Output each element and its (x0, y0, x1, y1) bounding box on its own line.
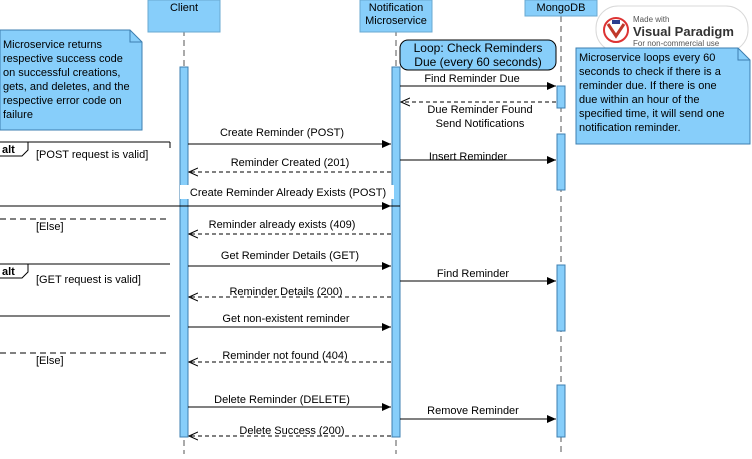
svg-text:Due Reminder Found: Due Reminder Found (427, 104, 532, 116)
alt1-tag: alt (2, 144, 15, 156)
svg-text:Get non-existent reminder: Get non-existent reminder (222, 313, 350, 325)
mongodb-activation-1 (556, 85, 566, 109)
notification-activation (391, 66, 401, 438)
alt2-else-guard: [Else] (36, 355, 64, 367)
watermark-brand: Visual Paradigm (633, 24, 734, 39)
participant-client[interactable]: Client (147, 0, 221, 33)
participant-notification-microservice[interactable]: Notification Microservice (359, 0, 433, 33)
mongodb-activation-3 (556, 264, 566, 332)
svg-text:Create Reminder (POST): Create Reminder (POST) (220, 127, 344, 139)
msg-delete-success-200[interactable]: Delete Success (200) (189, 425, 391, 437)
svg-text:Reminder Created (201): Reminder Created (201) (231, 157, 350, 169)
svg-text:Insert Reminder: Insert Reminder (429, 151, 508, 163)
msg-insert-reminder[interactable]: Insert Reminder (400, 151, 556, 164)
note-loop-description[interactable]: Microservice loops every 60 seconds to c… (575, 47, 751, 145)
note-left-line-2: respective success code (3, 53, 123, 65)
note-left-line-4: gets, and deletes, and the (3, 81, 130, 93)
msg-reminder-not-found-404[interactable]: Reminder not found (404) (189, 350, 391, 362)
svg-text:Reminder Details (200): Reminder Details (200) (229, 286, 342, 298)
msg-remove-reminder[interactable]: Remove Reminder (400, 405, 556, 423)
client-activation (179, 66, 189, 438)
note-right-line-4: due within an hour of the (579, 94, 699, 106)
svg-text:Find Reminder: Find Reminder (437, 268, 509, 280)
msg-delete-reminder[interactable]: Delete Reminder (DELETE) (188, 394, 391, 411)
participant-client-label: Client (170, 2, 198, 14)
svg-text:Find Reminder Due: Find Reminder Due (424, 73, 519, 85)
note-right-line-5: specified time, it will send one (579, 108, 725, 120)
loop-label-line1: Loop: Check Reminders (414, 41, 543, 55)
svg-text:Reminder already exists (409): Reminder already exists (409) (209, 219, 356, 231)
msg-find-reminder[interactable]: Find Reminder (400, 268, 556, 285)
participant-mongodb[interactable]: MongoDB (524, 0, 598, 17)
msg-create-reminder-post[interactable]: Create Reminder (POST) (188, 127, 391, 148)
alt1-guard: [POST request is valid] (36, 149, 148, 161)
msg-find-reminder-due[interactable]: Find Reminder Due (400, 73, 556, 90)
loop-label-line2: Due (every 60 seconds) (414, 55, 541, 69)
alt-fragment-post: alt [POST request is valid] [Else] (0, 141, 400, 233)
msg-reminder-details-200[interactable]: Reminder Details (200) (189, 286, 391, 298)
svg-text:Create Reminder Already Exists: Create Reminder Already Exists (POST) (190, 187, 386, 199)
note-right-line-6: notification reminder. (579, 122, 681, 134)
msg-due-reminder-found[interactable]: Due Reminder Found Send Notifications (401, 102, 556, 130)
msg-reminder-exists-409[interactable]: Reminder already exists (409) (189, 219, 391, 234)
participant-mongodb-label: MongoDB (537, 2, 586, 14)
watermark-license: For non-commercial use (633, 39, 720, 48)
mongodb-activation-2 (556, 133, 566, 191)
svg-text:Remove Reminder: Remove Reminder (427, 405, 519, 417)
note-right-line-3: reminder due. If there is one (579, 80, 717, 92)
svg-text:Delete Success (200): Delete Success (200) (239, 425, 344, 437)
alt-fragment-get: alt [GET request is valid] [Else] (0, 263, 170, 367)
loop-check-reminders[interactable]: Loop: Check Reminders Due (every 60 seco… (399, 39, 557, 71)
participant-notification-label-line2: Microservice (365, 15, 427, 27)
note-right-line-2: seconds to check if there is a (579, 66, 722, 78)
svg-text:Reminder not found (404): Reminder not found (404) (222, 350, 347, 362)
visual-paradigm-logo-icon (603, 17, 629, 43)
note-left-line-6: failure (3, 109, 33, 121)
watermark-made-with: Made with (633, 15, 669, 24)
svg-text:Get Reminder Details (GET): Get Reminder Details (GET) (221, 250, 359, 262)
msg-get-reminder-details[interactable]: Get Reminder Details (GET) (188, 250, 391, 270)
msg-create-reminder-exists[interactable]: Create Reminder Already Exists (POST) (180, 185, 394, 210)
svg-text:Send Notifications: Send Notifications (436, 118, 525, 130)
mongodb-activation-4 (556, 384, 566, 438)
note-status-codes[interactable]: Microservice returns respective success … (0, 29, 143, 131)
participant-notification-label-line1: Notification (369, 2, 423, 14)
msg-reminder-created-201[interactable]: Reminder Created (201) (189, 157, 391, 172)
alt2-guard: [GET request is valid] (36, 274, 141, 286)
svg-text:Delete Reminder (DELETE): Delete Reminder (DELETE) (214, 394, 350, 406)
msg-get-nonexistent-reminder[interactable]: Get non-existent reminder (188, 313, 391, 331)
alt2-tag: alt (2, 266, 15, 278)
note-left-line-1: Microservice returns (3, 39, 103, 51)
visual-paradigm-watermark: Made with Visual Paradigm For non-commer… (595, 5, 749, 53)
note-left-line-5: respective error code on (3, 95, 122, 107)
note-left-line-3: on successful creations, (3, 67, 120, 79)
alt1-else-guard: [Else] (36, 221, 64, 233)
note-right-line-1: Microservice loops every 60 (579, 52, 715, 64)
